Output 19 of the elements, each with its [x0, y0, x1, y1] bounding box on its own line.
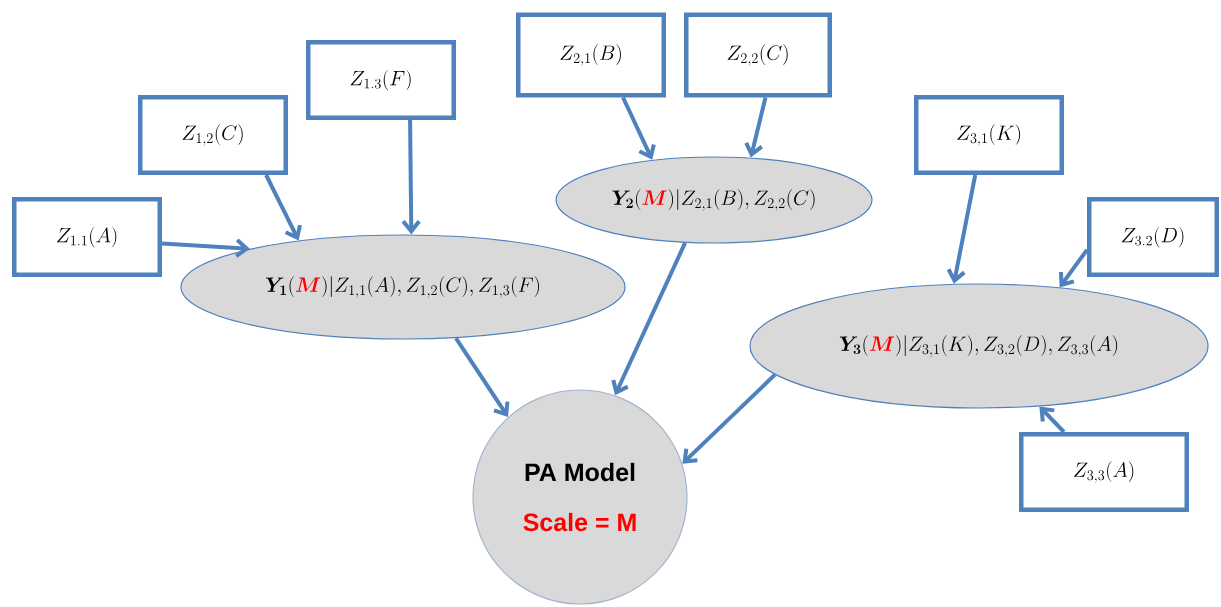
formula-box: $Z_{3.2}(D)$	[1087, 197, 1219, 277]
arrow	[682, 373, 777, 464]
arrow	[161, 238, 250, 258]
arrow	[401, 119, 421, 235]
arrow	[611, 242, 687, 396]
formula-box: $Z_{1,2}(C)$	[138, 95, 288, 175]
arrow	[1058, 248, 1089, 288]
formula-box: $Z_{1.1}(A)$	[12, 197, 162, 277]
arrow	[946, 174, 978, 284]
arrow	[454, 337, 510, 418]
formula-box: $Z_{2,2}(C)$	[684, 12, 832, 98]
formula-box: $Z_{3,3}(A)$	[1019, 432, 1189, 512]
arrow	[621, 96, 656, 160]
arrow	[1039, 406, 1066, 434]
formula-box: $Z_{2,1}(B)$	[516, 12, 666, 98]
arrow	[744, 97, 768, 158]
formula-box: $Z_{1.3}(F)$	[306, 40, 456, 120]
arrow	[264, 174, 302, 241]
formula-box: $Z_{3,1}(K)$	[914, 95, 1064, 175]
